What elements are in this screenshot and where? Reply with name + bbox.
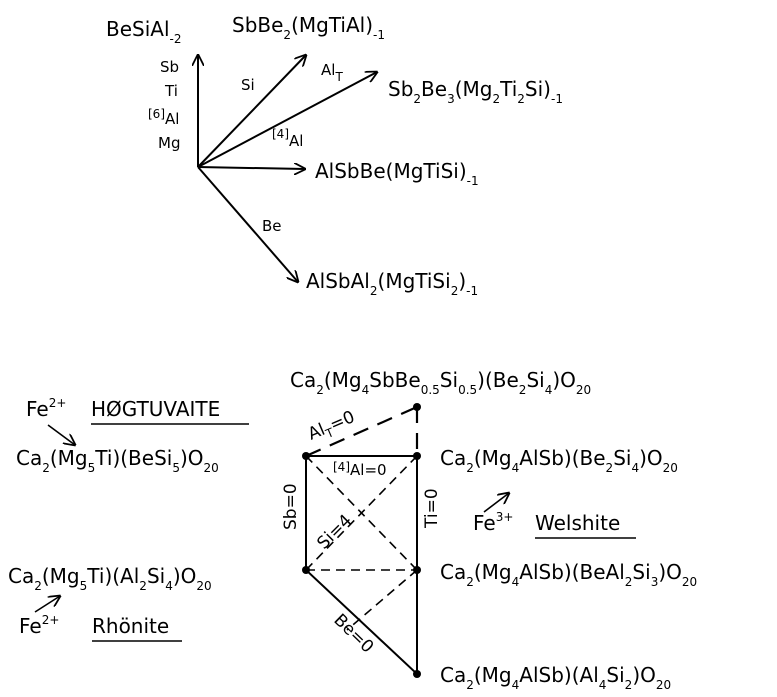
fe2-arrow-rhonite <box>34 596 60 613</box>
substituent-label-be: Be <box>262 217 282 235</box>
substituent-label-ti: Ti <box>164 82 178 100</box>
vector-label-sb2be3: Sb2Be3(Mg2Ti2Si)-1 <box>388 77 563 106</box>
mineral-name-welshite: Welshite <box>535 511 620 535</box>
fe2-arrow-hogtuvaite <box>47 424 75 445</box>
edge-label-be-zero: Be=0 <box>330 610 378 657</box>
vector-arrow-alsbal2 <box>197 166 298 282</box>
vector-label-sbbe2: SbBe2(MgTiAl)-1 <box>232 13 385 42</box>
vector-arrow-sb2be3 <box>197 72 377 168</box>
fe3-arrow-welshite <box>483 493 509 513</box>
edge-alt-zero <box>305 405 418 458</box>
formula-welshite: Ca2(Mg4AlSb)(Be2Si4)O20 <box>440 446 678 475</box>
edge-label-al4-zero: [4]Al=0 <box>333 460 387 479</box>
vertex-top <box>413 403 421 411</box>
substituent-label-al6: [6]Al <box>148 107 179 128</box>
vertex-rhonite <box>302 566 310 574</box>
vertex-mid <box>413 566 421 574</box>
fe3-label-welshite: Fe3+ <box>473 510 513 535</box>
vector-label-alsbbe: AlSbBe(MgTiSi)-1 <box>315 159 479 188</box>
vector-arrow-alsbbe <box>197 167 305 169</box>
substituent-label-alt: AlT <box>321 61 343 84</box>
substituent-label-al4: [4]Al <box>272 127 303 150</box>
edge-label-alt-zero: AlT=0 <box>305 407 359 447</box>
mineral-name-hogtuvaite: HØGTUVAITE <box>91 397 220 421</box>
vertex-hogtuvaite <box>302 452 310 460</box>
substituent-label-mg: Mg <box>158 134 180 152</box>
vector-label-alsbal2: AlSbAl2(MgTiSi2)-1 <box>306 269 478 298</box>
edge-label-si-four: Si=4 <box>313 511 356 554</box>
fe2-label-rhonite: Fe2+ <box>19 613 59 638</box>
edge-label-sb-zero: Sb=0 <box>281 483 301 530</box>
formula-bottom: Ca2(Mg4AlSb)(Al4Si2)O20 <box>440 663 671 692</box>
exchange-vector-diagram: BeSiAl-2 SbBe2(MgTiAl)-1 Sb2Be3(Mg2Ti2Si… <box>106 13 563 298</box>
edge-label-ti-zero: Ti=0 <box>422 488 442 529</box>
vertex-bottom <box>413 670 421 678</box>
edge-be-dashed <box>346 569 418 631</box>
mineral-name-rhonite: Rhönite <box>92 614 169 638</box>
formula-mid: Ca2(Mg4AlSb)(BeAl2Si3)O20 <box>440 560 697 589</box>
composition-polygon: Ca2(Mg4SbBe0.5Si0.5)(Be2Si4)O20 Ca2(Mg5T… <box>8 368 697 692</box>
polygon-outline <box>305 455 418 677</box>
vertex-welshite <box>413 452 421 460</box>
vector-arrow-sbbe2 <box>197 55 306 168</box>
formula-rhonite: Ca2(Mg5Ti)(Al2Si4)O20 <box>8 564 212 593</box>
substituent-label-sb: Sb <box>160 58 179 76</box>
formula-top: Ca2(Mg4SbBe0.5Si0.5)(Be2Si4)O20 <box>290 368 591 397</box>
substituent-label-si: Si <box>241 76 255 94</box>
vector-label-besial: BeSiAl-2 <box>106 17 181 46</box>
fe2-label-hogtuvaite: Fe2+ <box>26 396 66 421</box>
formula-hogtuvaite: Ca2(Mg5Ti)(BeSi5)O20 <box>16 446 219 475</box>
edge-si-four <box>305 455 418 571</box>
